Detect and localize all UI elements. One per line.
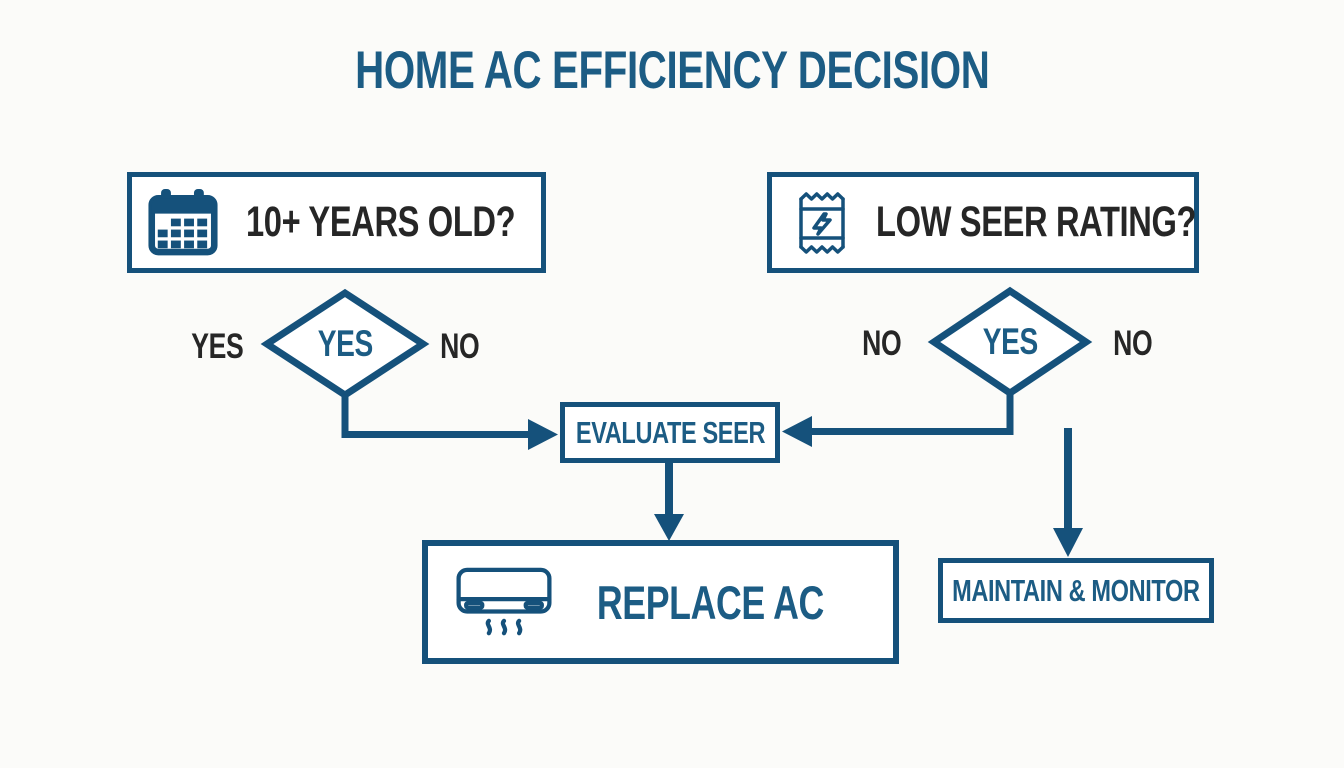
seer-decision-left-branch-label: NO: [862, 324, 902, 363]
energy-label-icon: [794, 190, 850, 256]
age-decision-label: YES: [317, 323, 373, 364]
age-decision-left-branch-label: YES: [190, 327, 244, 366]
evaluate-seer-box: EVALUATE SEER: [560, 402, 780, 463]
replace-ac-box: REPLACE AC: [422, 540, 899, 664]
seer-question-label: LOW SEER RATING?: [876, 198, 1197, 246]
page-title: HOME AC EFFICIENCY DECISION: [354, 41, 990, 100]
seer-decision-label: YES: [982, 321, 1038, 362]
edge-seer-decision-to-evaluate: [810, 389, 1014, 435]
age-decision-right-branch-label: NO: [440, 327, 480, 366]
maintain-monitor-box: MAINTAIN & MONITOR: [938, 558, 1214, 623]
arrowhead-into-evaluate-left: [528, 419, 558, 450]
seer-decision-right-branch-label: NO: [1113, 324, 1153, 363]
replace-ac-label: REPLACE AC: [596, 575, 825, 629]
ac-unit-icon: [452, 565, 556, 639]
calendar-icon: [146, 188, 220, 257]
seer-question-box: LOW SEER RATING?: [767, 172, 1199, 273]
arrowhead-into-replace: [654, 514, 684, 541]
arrowhead-into-maintain: [1053, 528, 1083, 557]
age-question-label: 10+ YEARS OLD?: [246, 198, 516, 246]
arrowhead-into-evaluate-right: [782, 416, 812, 447]
age-question-box: 10+ YEARS OLD?: [127, 172, 546, 273]
edge-age-decision-to-evaluate: [341, 391, 530, 438]
